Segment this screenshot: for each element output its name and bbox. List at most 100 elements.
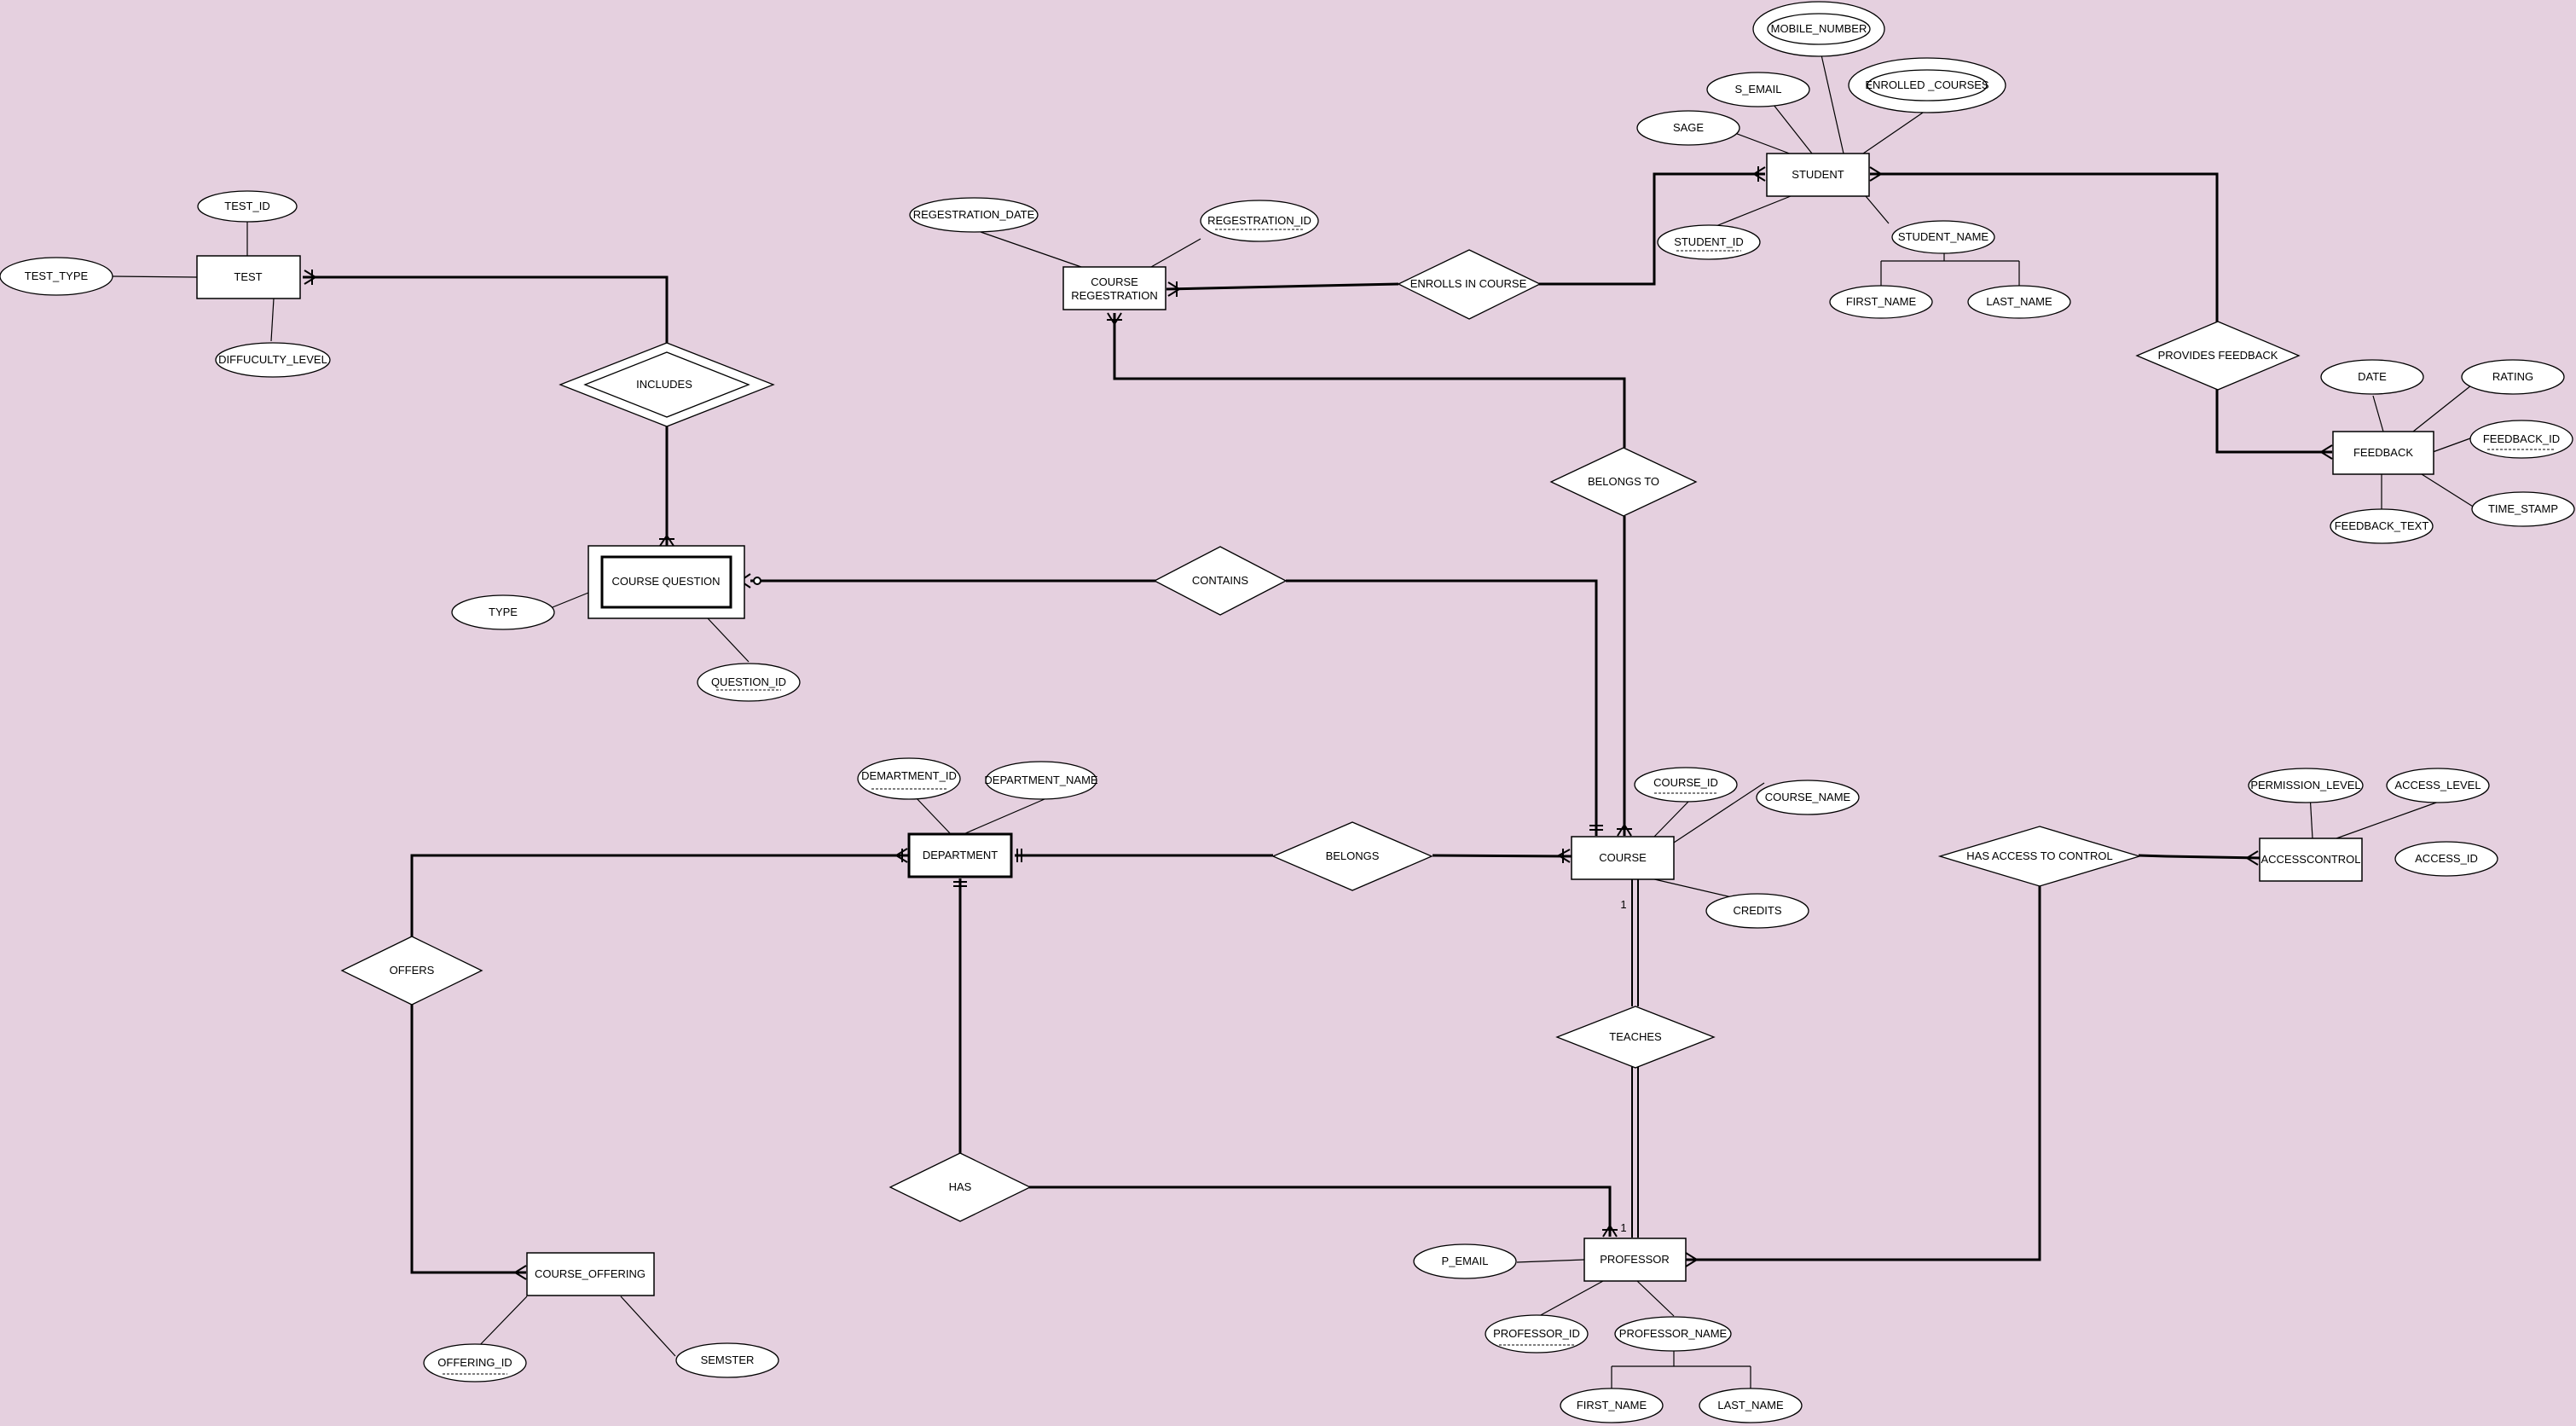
- attribute-regestration-id[interactable]: REGESTRATION_ID: [1200, 200, 1319, 242]
- attribute-p-email[interactable]: P_EMAIL: [1413, 1243, 1517, 1279]
- attribute-course-id[interactable]: COURSE_ID: [1634, 767, 1738, 803]
- attribute-rating[interactable]: RATING: [2461, 359, 2565, 395]
- relationship-has[interactable]: HAS: [889, 1152, 1032, 1222]
- relationship-belongs[interactable]: BELONGS: [1271, 821, 1433, 891]
- attribute-offering-id[interactable]: OFFERING_ID: [423, 1343, 527, 1383]
- relationship-offers[interactable]: OFFERS: [340, 936, 483, 1006]
- entity-test[interactable]: TEST: [196, 255, 301, 299]
- attribute-date[interactable]: DATE: [2320, 359, 2424, 395]
- attribute-professor-id[interactable]: PROFESSOR_ID: [1485, 1314, 1589, 1354]
- attribute-professor-name[interactable]: PROFESSOR_NAME: [1614, 1316, 1732, 1352]
- relationship-contains[interactable]: CONTAINS: [1153, 546, 1288, 616]
- entity-department[interactable]: DEPARTMENT: [907, 832, 1013, 878]
- attribute-time-stamp-label: TIME_STAMP: [2488, 502, 2558, 515]
- attribute-course-name[interactable]: COURSE_NAME: [1756, 780, 1860, 815]
- entity-accesscontrol-label: ACCESSCONTROL: [2261, 853, 2360, 866]
- attribute-permission-level[interactable]: PERMISSION_LEVEL: [2248, 768, 2364, 803]
- entity-student[interactable]: STUDENT: [1766, 153, 1870, 197]
- attribute-time-stamp[interactable]: TIME_STAMP: [2471, 491, 2575, 527]
- attribute-test-id[interactable]: TEST_ID: [197, 190, 298, 223]
- attribute-enrolled-courses[interactable]: ENROLLED _COURSES: [1848, 57, 2006, 113]
- cardinality-markers: [304, 166, 2333, 1280]
- relationship-contains-label: CONTAINS: [1192, 574, 1249, 587]
- attribute-student-first-name[interactable]: FIRST_NAME: [1829, 285, 1933, 319]
- attribute-s-email[interactable]: S_EMAIL: [1706, 72, 1810, 107]
- attribute-course-name-label: COURSE_NAME: [1765, 791, 1851, 803]
- attribute-connectors: [112, 50, 2478, 1392]
- cardinality-professor-teaches: 1: [1620, 1221, 1626, 1234]
- attribute-sage-label: SAGE: [1673, 121, 1704, 134]
- attribute-credits[interactable]: CREDITS: [1705, 893, 1809, 929]
- entity-course-registration-label-2: REGESTRATION: [1071, 289, 1158, 302]
- attribute-test-type-label: TEST_TYPE: [25, 270, 89, 282]
- entity-test-label: TEST: [234, 270, 262, 283]
- attribute-access-level[interactable]: ACCESS_LEVEL: [2386, 768, 2490, 803]
- attribute-professor-last-name-label: LAST_NAME: [1717, 1399, 1784, 1412]
- attribute-student-last-name-label: LAST_NAME: [1986, 295, 2052, 308]
- attribute-professor-name-label: PROFESSOR_NAME: [1619, 1327, 1728, 1340]
- attribute-diffuculty-level-label: DIFFUCULTY_LEVEL: [218, 353, 327, 366]
- attribute-demartment-id-label: DEMARTMENT_ID: [861, 769, 957, 782]
- attribute-course-id-label: COURSE_ID: [1653, 776, 1718, 789]
- entity-course-label: COURSE: [1599, 851, 1647, 864]
- entity-department-label: DEPARTMENT: [923, 849, 998, 861]
- attribute-type[interactable]: TYPE: [451, 594, 555, 630]
- attribute-rating-label: RATING: [2492, 370, 2533, 383]
- attribute-professor-last-name[interactable]: LAST_NAME: [1699, 1388, 1803, 1423]
- attribute-feedback-id[interactable]: FEEDBACK_ID: [2469, 420, 2573, 459]
- attribute-regestration-date-label: REGESTRATION_DATE: [913, 208, 1035, 221]
- attribute-question-id[interactable]: QUESTION_ID: [697, 663, 801, 702]
- attribute-student-name-label: STUDENT_NAME: [1898, 230, 1989, 243]
- entity-course-offering-label: COURSE_OFFERING: [535, 1267, 645, 1280]
- entity-course-registration[interactable]: COURSE REGESTRATION: [1062, 266, 1166, 310]
- attribute-access-id[interactable]: ACCESS_ID: [2394, 841, 2498, 877]
- relationship-belongs-to[interactable]: BELONGS TO: [1549, 447, 1698, 517]
- relationship-has-access-to-control[interactable]: HAS ACCESS TO CONTROL: [1937, 826, 2142, 887]
- entity-feedback[interactable]: FEEDBACK: [2332, 431, 2434, 475]
- relationship-provides-feedback-label: PROVIDES FEEDBACK: [2158, 349, 2278, 362]
- relationship-includes-label: INCLUDES: [636, 378, 692, 391]
- cardinality-course-teaches: 1: [1620, 898, 1626, 911]
- entity-professor[interactable]: PROFESSOR: [1583, 1238, 1687, 1282]
- attribute-student-id-label: STUDENT_ID: [1674, 235, 1744, 248]
- relationship-includes[interactable]: INCLUDES: [559, 342, 775, 427]
- relationship-belongs-to-label: BELONGS TO: [1588, 475, 1659, 488]
- attribute-test-type[interactable]: TEST_TYPE: [0, 257, 113, 296]
- relationship-enrolls-in-course[interactable]: ENROLLS IN COURSE: [1397, 249, 1542, 320]
- entity-course-question[interactable]: COURSE QUESTION: [588, 545, 745, 619]
- attribute-s-email-label: S_EMAIL: [1735, 83, 1782, 96]
- attribute-mobile-number-label: MOBILE_NUMBER: [1771, 22, 1867, 35]
- attribute-department-name[interactable]: DEPARTMENT_NAME: [984, 761, 1098, 800]
- relationship-has-label: HAS: [949, 1180, 972, 1193]
- attribute-offering-id-label: OFFERING_ID: [437, 1356, 512, 1369]
- attribute-professor-first-name[interactable]: FIRST_NAME: [1560, 1388, 1664, 1423]
- attribute-sage[interactable]: SAGE: [1636, 110, 1740, 146]
- attribute-access-level-label: ACCESS_LEVEL: [2394, 779, 2480, 791]
- attribute-regestration-id-label: REGESTRATION_ID: [1207, 214, 1311, 227]
- entity-course-offering[interactable]: COURSE_OFFERING: [526, 1252, 655, 1296]
- relationship-teaches[interactable]: TEACHES: [1555, 1006, 1716, 1069]
- relationship-provides-feedback[interactable]: PROVIDES FEEDBACK: [2135, 321, 2301, 391]
- entity-professor-label: PROFESSOR: [1600, 1253, 1670, 1266]
- attribute-enrolled-courses-label: ENROLLED _COURSES: [1865, 78, 1989, 91]
- attribute-type-label: TYPE: [489, 606, 518, 618]
- attribute-student-name[interactable]: STUDENT_NAME: [1891, 220, 1995, 254]
- attribute-student-last-name[interactable]: LAST_NAME: [1967, 285, 2071, 319]
- attribute-credits-label: CREDITS: [1733, 904, 1781, 917]
- relationship-belongs-label: BELONGS: [1326, 849, 1380, 862]
- attribute-student-id[interactable]: STUDENT_ID: [1657, 224, 1761, 260]
- attribute-access-id-label: ACCESS_ID: [2415, 852, 2478, 865]
- attribute-professor-first-name-label: FIRST_NAME: [1577, 1399, 1647, 1412]
- entity-course[interactable]: COURSE: [1571, 836, 1675, 880]
- entity-accesscontrol[interactable]: ACCESSCONTROL: [2259, 838, 2363, 882]
- attribute-mobile-number[interactable]: MOBILE_NUMBER: [1752, 1, 1885, 57]
- attribute-semster[interactable]: SEMSTER: [675, 1342, 779, 1378]
- attribute-p-email-label: P_EMAIL: [1442, 1255, 1489, 1267]
- attribute-feedback-text[interactable]: FEEDBACK_TEXT: [2330, 508, 2434, 544]
- entity-student-label: STUDENT: [1792, 168, 1844, 181]
- attribute-regestration-date[interactable]: REGESTRATION_DATE: [909, 197, 1039, 233]
- attribute-diffuculty-level[interactable]: DIFFUCULTY_LEVEL: [215, 342, 331, 378]
- attribute-demartment-id[interactable]: DEMARTMENT_ID: [857, 757, 961, 800]
- relationship-has-access-to-control-label: HAS ACCESS TO CONTROL: [1966, 849, 2112, 862]
